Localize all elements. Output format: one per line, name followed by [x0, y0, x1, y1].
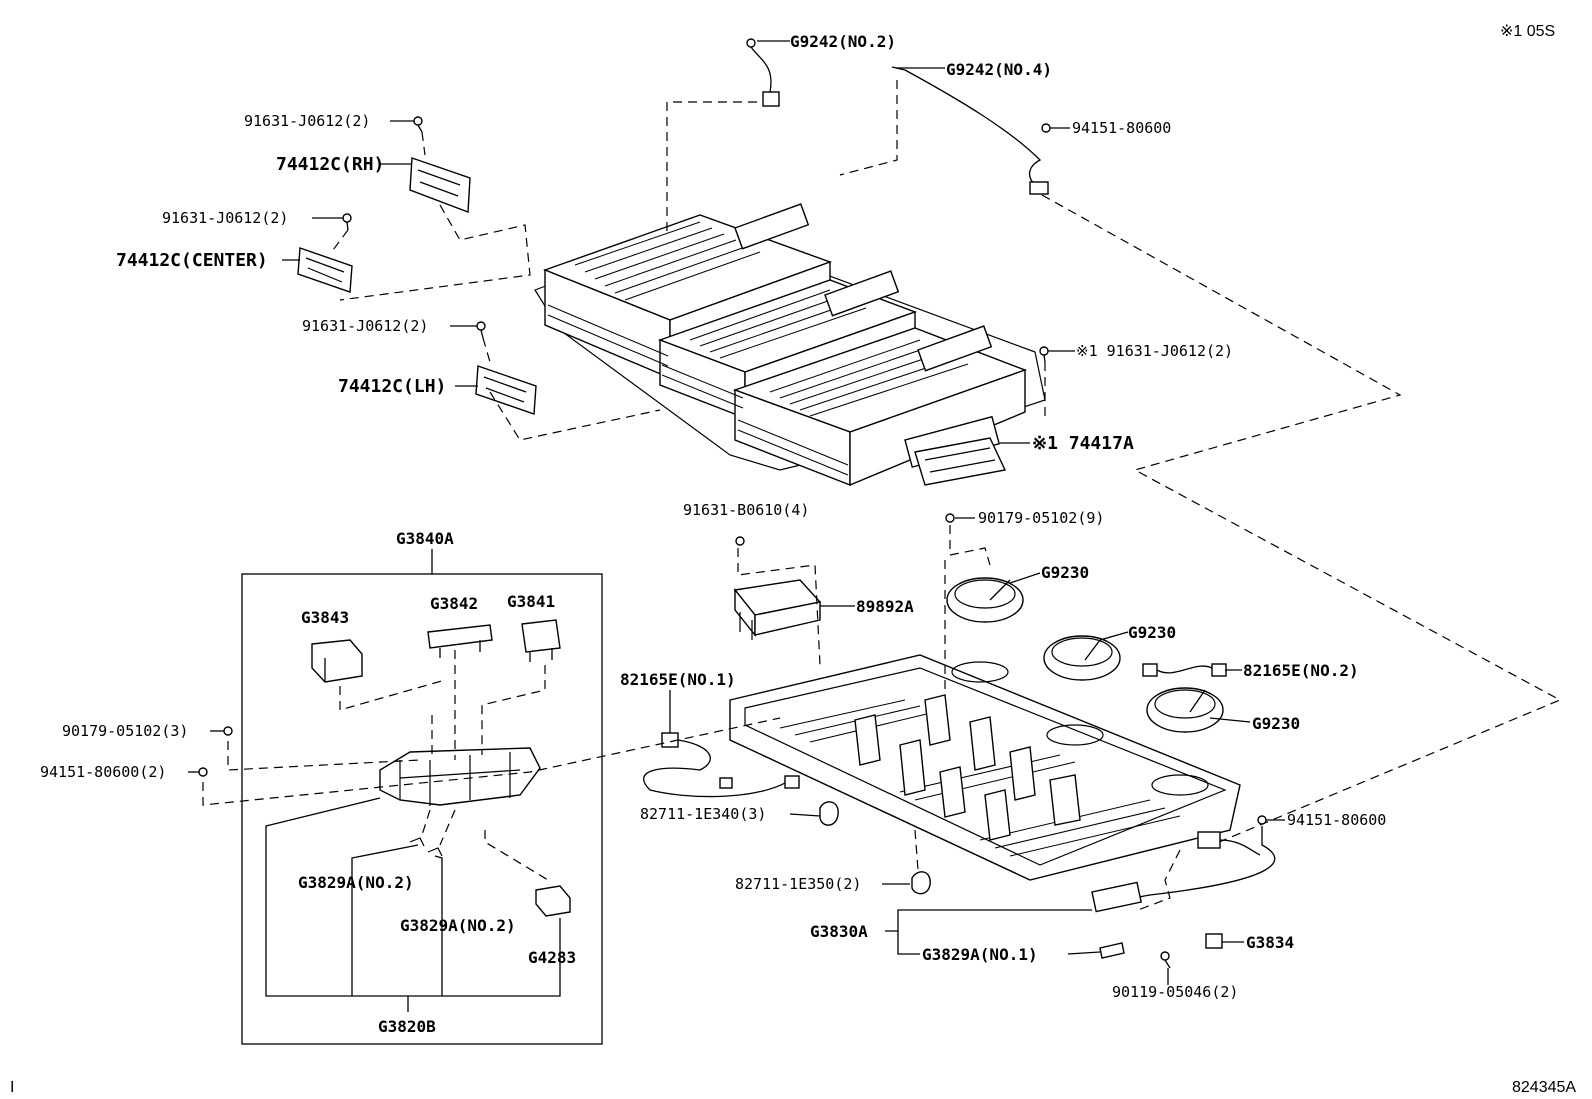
- wire-g9242-no2: [746, 38, 780, 107]
- label-91631-j0612-c: 91631-J0612(2): [302, 317, 428, 335]
- label-74412c-center: 74412C(CENTER): [116, 250, 268, 271]
- battery-tray: [729, 654, 1241, 881]
- corner-code: ※1 05S: [1500, 23, 1555, 40]
- harness-82165e-no1: [643, 732, 800, 798]
- battery-module-assembly: [534, 203, 1046, 487]
- relay-g3843: [311, 639, 363, 683]
- label-g3842: G3842: [430, 594, 478, 613]
- relay-box-group-lines: [265, 797, 561, 1012]
- relay-g3841: [521, 619, 561, 662]
- label-g3843: G3843: [301, 608, 349, 627]
- label-74412c-lh: 74412C(LH): [338, 376, 446, 397]
- label-90119-05046: 90119-05046(2): [1112, 983, 1238, 1001]
- label-82711-1e340: 82711-1E340(3): [640, 805, 766, 823]
- wire-g9242-no4: [891, 66, 1049, 195]
- bracket-center: [297, 247, 353, 293]
- label-g3829a-no2-b: G3829A(NO.2): [400, 916, 516, 935]
- label-74412c-rh: 74412C(RH): [276, 154, 384, 175]
- label-82165e-no1: 82165E(NO.1): [620, 670, 736, 689]
- bracket-rh: [409, 157, 471, 213]
- label-82711-1e350: 82711-1E350(2): [735, 875, 861, 893]
- fan-g9230-a: [946, 577, 1024, 623]
- harness-82165e-no2: [1142, 663, 1227, 677]
- label-leaders: [188, 40, 1285, 985]
- fan-g9230-c: [1146, 687, 1224, 733]
- label-g3830a: G3830A: [810, 922, 868, 941]
- label-91631-j0612-b: 91631-J0612(2): [162, 209, 288, 227]
- label-g9230-b: G9230: [1128, 623, 1176, 642]
- label-82165e-no2: 82165E(NO.2): [1243, 661, 1359, 680]
- bracket-lh: [475, 365, 537, 415]
- label-74417a: ※1 74417A: [1032, 433, 1134, 454]
- label-g9230-a: G9230: [1041, 563, 1089, 582]
- relay-box-frame: [241, 549, 603, 1045]
- label-g3829a-no2-a: G3829A(NO.2): [298, 873, 414, 892]
- label-94151-80600-top: 94151-80600: [1072, 119, 1171, 137]
- label-g3841: G3841: [507, 592, 555, 611]
- bracket-74417a: [914, 437, 1007, 486]
- label-90179-05102-3: 90179-05102(3): [62, 722, 188, 740]
- fuse-terminals: [409, 837, 443, 857]
- label-g4283: G4283: [528, 948, 576, 967]
- label-g9230-c: G9230: [1252, 714, 1300, 733]
- ecu-89892a: [733, 579, 822, 640]
- page-marker: I: [10, 1079, 14, 1096]
- bolt-icons: [198, 116, 1267, 969]
- clamp-82711-1e340: [819, 801, 839, 826]
- clamp-82711-1e350: [911, 871, 931, 895]
- label-g3820b: G3820B: [378, 1017, 436, 1036]
- harness-g3830a: [1091, 826, 1276, 959]
- fan-g9230-b: [1043, 635, 1121, 681]
- relay-g3842: [427, 624, 493, 658]
- assembly-leaders-top: [332, 80, 1562, 851]
- label-g3829a-no1: G3829A(NO.1): [922, 945, 1038, 964]
- label-g3834: G3834: [1246, 933, 1294, 952]
- label-g9242-no4: G9242(NO.4): [946, 60, 1052, 79]
- label-g9242-no2: G9242(NO.2): [790, 32, 896, 51]
- terminal-g4283: [535, 885, 571, 917]
- relay-box-leaders: [202, 650, 781, 881]
- label-91631-b0610: 91631-B0610(4): [683, 501, 809, 519]
- relay-block-g3820b: [379, 747, 541, 806]
- label-94151-80600-right: 94151-80600: [1287, 811, 1386, 829]
- label-91631-j0612-a: 91631-J0612(2): [244, 112, 370, 130]
- label-91631-j0612-d: ※1 91631-J0612(2): [1076, 342, 1233, 360]
- figure-id: 824345A: [1512, 1079, 1576, 1096]
- label-89892a: 89892A: [856, 597, 914, 616]
- label-94151-80600-2: 94151-80600(2): [40, 763, 166, 781]
- label-g3840a: G3840A: [396, 529, 454, 548]
- label-90179-05102-9: 90179-05102(9): [978, 509, 1104, 527]
